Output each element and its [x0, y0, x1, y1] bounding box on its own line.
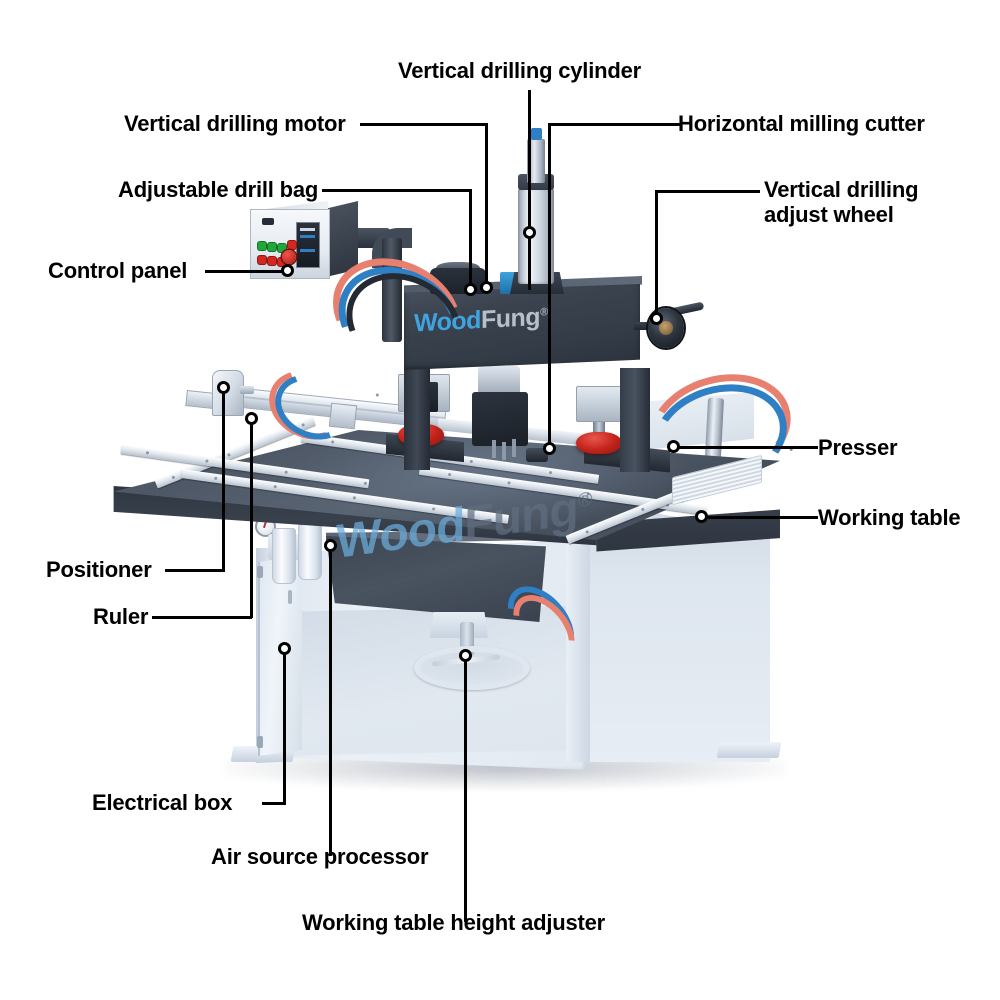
- display-line: [300, 228, 315, 231]
- callout-label-vertical-drilling-cylinder: Vertical drilling cylinder: [398, 58, 641, 83]
- control-panel-green-button[interactable]: [268, 243, 276, 251]
- control-panel-red-button[interactable]: [278, 258, 286, 266]
- control-panel-top: [250, 201, 328, 211]
- leader-line-adjust-wheel-h: [655, 190, 760, 193]
- control-panel-red-button[interactable]: [268, 257, 276, 265]
- cylinder-rod: [527, 139, 545, 183]
- callout-label-positioner: Positioner: [46, 557, 152, 582]
- control-panel-green-button[interactable]: [278, 244, 286, 252]
- leader-line-vertical-drilling-cylinder: [528, 90, 531, 290]
- adjust-wheel-arm: [634, 322, 656, 330]
- leader-line-working-table: [700, 516, 818, 519]
- callout-label-electrical-box: Electrical box: [92, 790, 233, 815]
- callout-label-adjustable-drill-bag: Adjustable drill bag: [118, 177, 319, 202]
- drill-bits: [492, 440, 496, 458]
- control-panel-selector-knob: [262, 218, 274, 225]
- control-panel-display: [296, 222, 320, 268]
- leader-line-horizontal-milling-cutter-v: [548, 123, 551, 445]
- display-line: [300, 249, 315, 252]
- working-table-height-adjuster-wheel: [414, 646, 530, 690]
- callout-label-working-table-height-adjuster: Working table height adjuster: [302, 910, 606, 935]
- callout-dot-working-table-height-adjuster: [459, 649, 472, 662]
- leader-line-ruler-v: [250, 418, 253, 618]
- control-panel-green-button[interactable]: [258, 242, 266, 250]
- callout-dot-air-source-processor: [324, 539, 337, 552]
- leader-line-positioner-v: [222, 392, 225, 572]
- positioner: [212, 370, 244, 416]
- callout-label-working-table: Working table: [818, 505, 961, 530]
- cabinet-pillar-right: [566, 540, 590, 762]
- leader-line-ruler-h: [152, 616, 252, 619]
- head-logo-part-two: Fung: [480, 302, 541, 334]
- callout-dot-ruler: [245, 412, 258, 425]
- electrical-box-hinge-top: [257, 566, 263, 578]
- callout-dot-vertical-drilling-adjust-wheel: [650, 312, 663, 325]
- callout-label-vertical-drilling-motor: Vertical drilling motor: [124, 111, 346, 136]
- spindle-head: [478, 366, 520, 396]
- callout-dot-presser: [667, 440, 680, 453]
- gantry-column-left: [404, 360, 430, 470]
- leader-line-presser: [672, 446, 818, 449]
- leader-line-vertical-drilling-motor-v: [485, 123, 488, 293]
- control-panel-red-button[interactable]: [258, 256, 266, 264]
- gantry-column-right: [620, 368, 650, 472]
- leader-line-horizontal-milling-cutter-h: [548, 123, 680, 126]
- callout-dot-electrical-box: [278, 642, 291, 655]
- positioner-clamp-bolt: [240, 386, 254, 394]
- cylinder-cap: [531, 128, 542, 140]
- leader-line-control-panel: [205, 270, 289, 273]
- callout-dot-adjustable-drill-bag: [464, 283, 477, 296]
- spindle-body: [472, 392, 528, 446]
- cabinet-interior: [272, 606, 572, 756]
- display-line: [300, 235, 315, 238]
- machine-head-body: [404, 284, 640, 370]
- presser-right: [576, 432, 622, 454]
- callout-label-control-panel: Control panel: [48, 258, 188, 283]
- control-panel-red-button[interactable]: [288, 241, 296, 249]
- leader-line-vertical-drilling-motor-h: [360, 123, 488, 126]
- callout-label-air-source-processor: Air source processor: [211, 844, 429, 869]
- electrical-box-hinge-bottom: [257, 736, 263, 748]
- presser-stem-right: [593, 418, 605, 436]
- callout-label-presser: Presser: [818, 435, 898, 460]
- leader-line-air-source-processor-v: [329, 545, 332, 856]
- cabinet-foot-right: [716, 742, 782, 758]
- vertical-drilling-adjust-wheel: [648, 308, 684, 348]
- air-filter-bowl-1: [272, 528, 296, 584]
- leader-line-height-adjuster-v: [464, 655, 467, 922]
- callout-label-vertical-drilling-adjust-wheel: Vertical drilling adjust wheel: [764, 177, 919, 227]
- under-table-bracket: [430, 612, 488, 638]
- chuck: [526, 448, 548, 462]
- callout-dot-working-table: [695, 510, 708, 523]
- adjustable-drill-bag-duct: [382, 238, 402, 342]
- leader-line-adjustable-drill-bag-h: [322, 189, 472, 192]
- callout-dot-positioner: [217, 381, 230, 394]
- leader-line-electrical-box-h: [262, 802, 286, 805]
- callout-label-horizontal-milling-cutter: Horizontal milling cutter: [678, 111, 925, 136]
- electrical-box: [258, 556, 302, 756]
- control-panel-enclosure: [326, 201, 358, 277]
- emergency-stop-button[interactable]: [282, 250, 296, 264]
- callout-label-ruler: Ruler: [93, 604, 149, 629]
- electrical-box-latch: [288, 590, 292, 604]
- callout-dot-vertical-drilling-motor: [480, 281, 493, 294]
- callout-dot-vertical-drilling-cylinder: [523, 226, 536, 239]
- leader-line-adjustable-drill-bag-v: [469, 189, 472, 289]
- callout-dot-control-panel: [281, 264, 294, 277]
- leader-line-positioner-h: [165, 569, 225, 572]
- callout-dot-horizontal-milling-cutter: [543, 442, 556, 455]
- leader-line-adjust-wheel-v: [655, 190, 658, 320]
- head-logo-registered-mark: ®: [540, 306, 548, 319]
- leader-line-electrical-box-v: [283, 648, 286, 804]
- air-filter-bowl-2: [298, 524, 322, 580]
